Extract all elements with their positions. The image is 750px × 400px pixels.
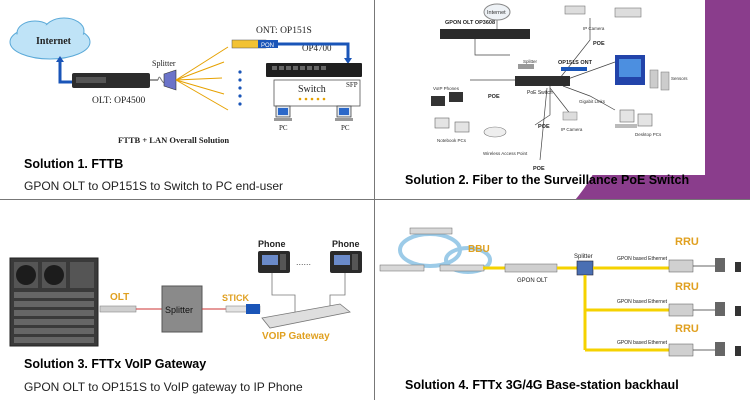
solution-4-panel: BBU GPON OLT Splitter RRU GPON based Eth…: [375, 200, 750, 400]
pon-tag: PON: [261, 43, 274, 49]
gpon-olt-icon: [504, 263, 558, 273]
stick-label: STICK: [222, 293, 250, 303]
ip-camera-top-icon: [564, 5, 642, 18]
voip-gateway-diagram: OLT Splitter STICK VOIP Gateway Phone ..…: [9, 239, 362, 347]
switch-model-label: OP4700: [302, 43, 332, 53]
gigabit-links-label: Gigabit Links: [579, 99, 606, 104]
more-onts-dots: [238, 70, 242, 106]
solution-3-panel: OLT Splitter STICK VOIP Gateway Phone ..…: [0, 200, 375, 400]
poe-bottom-label: POE: [533, 166, 545, 172]
solution-2-panel: Internet GPON OLT OP3608 IP Camera POE S…: [375, 0, 750, 200]
diagram-caption: FTTB + LAN Overall Solution: [118, 135, 229, 145]
rru-3: RRU GPON based Ethernet: [617, 323, 741, 357]
backhaul-diagram: BBU GPON OLT Splitter RRU GPON based Eth…: [379, 227, 741, 357]
sfp-label: SFP: [346, 81, 358, 89]
splitter-icon: [163, 69, 177, 91]
poe-mid-label: POE: [538, 124, 550, 130]
olt-sfp-icon: [99, 305, 137, 313]
p2-olt-label: GPON OLT OP3608: [445, 20, 495, 26]
pc-left-icon: [274, 105, 292, 121]
sensors-icon: [615, 55, 670, 91]
voip-phones-label: VoIP Phones: [433, 86, 460, 91]
phone-right-label: Phone: [332, 239, 360, 249]
ip-camera-top-label: IP Camera: [583, 26, 605, 31]
phone-left-label: Phone: [258, 239, 286, 249]
notebook-pcs-label: Notebook PCs: [437, 138, 467, 143]
splitter-label: Splitter: [152, 59, 176, 68]
p3-splitter-icon: [161, 285, 203, 333]
svg-text:GPON based Ethernet: GPON based Ethernet: [617, 256, 668, 262]
internet-cloud-icon: [9, 17, 91, 60]
poe-switch-label: PoE Switch: [527, 90, 553, 96]
voip-phones-icon: [431, 92, 463, 106]
sensors-label: Sensors: [671, 76, 688, 81]
p2-olt-icon: [440, 29, 530, 39]
internet-label: Internet: [36, 36, 72, 47]
ont-label: ONT: OP151S: [256, 26, 312, 36]
p2-ont-label: OP151S ONT: [558, 60, 593, 66]
solution-1-panel: Internet OLT: OP4500 Splitter ONT: OP151…: [0, 0, 375, 200]
gateway-label: VOIP Gateway: [262, 331, 330, 342]
poe-top-label: POE: [593, 41, 605, 47]
solution-1-subtitle: GPON OLT to OP151S to Switch to PC end-u…: [24, 179, 284, 193]
solution-1-title: Solution 1. FTTB: [24, 157, 124, 171]
uplink-arrow: [58, 60, 72, 84]
p3-splitter-label: Splitter: [165, 305, 193, 315]
poe-switch-icon: [515, 76, 570, 86]
gpon-fibers: [583, 266, 669, 352]
solution-3-subtitle: GPON OLT to OP151S to VoIP gateway to IP…: [24, 380, 303, 394]
notebook-pcs-icon: [434, 117, 470, 133]
svg-text:GPON based Ethernet: GPON based Ethernet: [617, 299, 668, 305]
p3-olt-label: OLT: [110, 292, 129, 303]
p4-splitter-label: Splitter: [574, 254, 593, 260]
svg-text:RRU: RRU: [675, 281, 699, 293]
p2-ont-icon: [561, 67, 587, 71]
wireless-ap-label: Wireless Access Point: [483, 151, 528, 156]
fiber-ring: [398, 232, 462, 268]
phone-left-icon: [258, 251, 290, 273]
solution-2-title: Solution 2. Fiber to the Surveillance Po…: [405, 173, 690, 187]
rru-1: RRU GPON based Ethernet: [617, 236, 741, 273]
fttb-diagram: Internet OLT: OP4500 Splitter ONT: OP151…: [9, 17, 362, 145]
more-phones-dots: ......: [296, 257, 311, 267]
olt-label: OLT: OP4500: [92, 96, 146, 106]
solution-4-title: Solution 4. FTTx 3G/4G Base-station back…: [405, 378, 679, 392]
svg-text:RRU: RRU: [675, 323, 699, 335]
desktop-pcs-icon: [615, 109, 653, 128]
wireless-ap-icon: [483, 126, 507, 138]
poe-left-label: POE: [488, 94, 500, 100]
pc-left-label: PC: [279, 124, 288, 132]
split-fibers: [175, 46, 229, 111]
svg-text:GPON based Ethernet: GPON based Ethernet: [617, 340, 668, 346]
poe-switch-diagram: Internet GPON OLT OP3608 IP Camera POE S…: [415, 0, 750, 199]
switch-label: Switch: [298, 84, 326, 95]
p2-internet-label: Internet: [487, 10, 506, 16]
rru-2: RRU GPON based Ethernet: [617, 281, 741, 317]
bbu-label: BBU: [468, 244, 490, 255]
olt-chassis-icon: [9, 257, 99, 347]
svg-text:RRU: RRU: [675, 236, 699, 248]
pc-right-icon: [335, 105, 353, 121]
ip-camera-mid-icon: [562, 111, 578, 121]
solution-3-title: Solution 3. FTTx VoIP Gateway: [24, 357, 207, 371]
pc-right-label: PC: [341, 124, 350, 132]
gpon-olt-label: GPON OLT: [517, 278, 548, 284]
p4-splitter-icon: [576, 260, 594, 276]
p2-splitter-icon: [518, 64, 534, 69]
voip-gateway-icon: [261, 303, 351, 329]
phone-right-icon: [330, 251, 362, 273]
p2-splitter-label: Splitter: [523, 59, 538, 64]
olt-device-icon: [72, 73, 150, 88]
desktop-pcs-label: Desktop PCs: [635, 132, 662, 137]
ip-camera-mid-label: IP Camera: [561, 127, 583, 132]
